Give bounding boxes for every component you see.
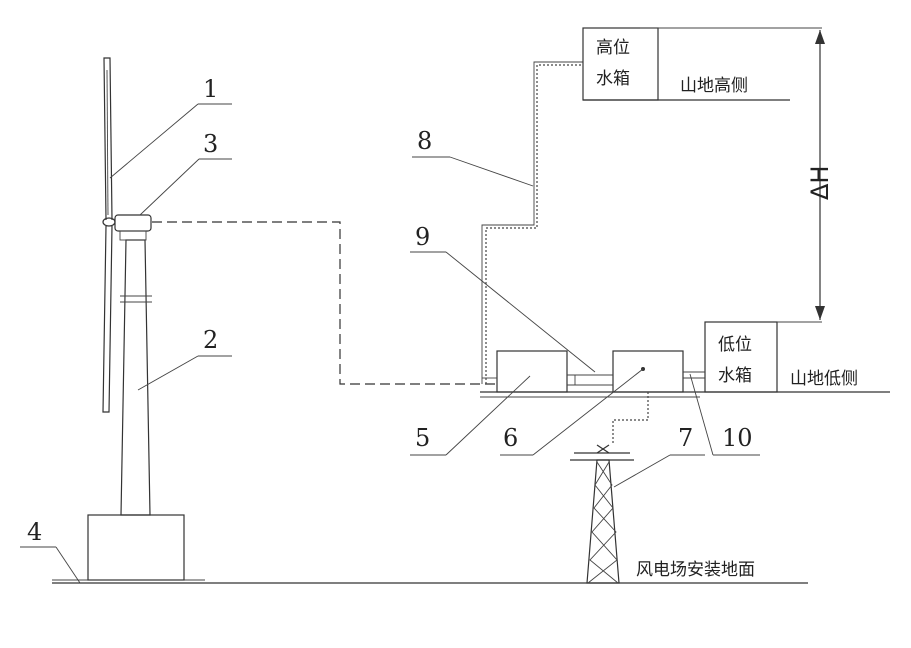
leader-1 <box>110 104 198 178</box>
transmission-tower <box>570 392 648 583</box>
pipe-8-upper-outline <box>482 62 583 384</box>
turbine-foundation <box>88 515 184 580</box>
leader-9 <box>446 252 595 372</box>
head-label: ΔH <box>806 166 834 200</box>
label-4: 4 <box>27 518 42 546</box>
pipe-8-upper <box>486 65 583 384</box>
label-7: 7 <box>678 424 693 452</box>
lower-tank-label-2: 水箱 <box>718 366 752 386</box>
high-side-label: 山地高侧 <box>680 76 748 96</box>
leader-3 <box>140 159 199 215</box>
tower-feed-line <box>613 392 648 445</box>
label-3: 3 <box>203 130 218 158</box>
upper-tank-label-2: 水箱 <box>596 69 630 89</box>
equipment-6-box <box>613 351 683 392</box>
leader-6 <box>533 369 643 455</box>
turbine-tower <box>121 240 150 515</box>
tower-frame <box>587 460 619 583</box>
blade-center-line <box>107 70 108 215</box>
power-cable <box>152 222 497 384</box>
turbine-nacelle <box>115 215 151 231</box>
head-arrow-up <box>815 30 825 44</box>
leader-10 <box>690 374 713 455</box>
wind-turbine <box>88 58 184 580</box>
label-8: 8 <box>417 127 432 155</box>
leader-4 <box>56 547 80 583</box>
leader-8 <box>450 157 533 186</box>
label-9: 9 <box>415 223 430 251</box>
low-side-label: 山地低侧 <box>790 369 858 389</box>
turbine-hub <box>103 218 115 226</box>
turbine-blade-lower <box>103 226 112 412</box>
label-10: 10 <box>722 424 753 452</box>
upper-tank-label-1: 高位 <box>596 38 630 58</box>
equipment-5-box <box>497 351 567 392</box>
lower-tank-label-1: 低位 <box>718 335 752 355</box>
nacelle-base <box>120 231 146 240</box>
farm-ground-label: 风电场安装地面 <box>636 560 755 580</box>
label-6: 6 <box>503 424 518 452</box>
label-1: 1 <box>203 75 218 103</box>
head-arrow-down <box>815 306 825 320</box>
label-5: 5 <box>415 424 430 452</box>
label-2: 2 <box>203 326 218 354</box>
